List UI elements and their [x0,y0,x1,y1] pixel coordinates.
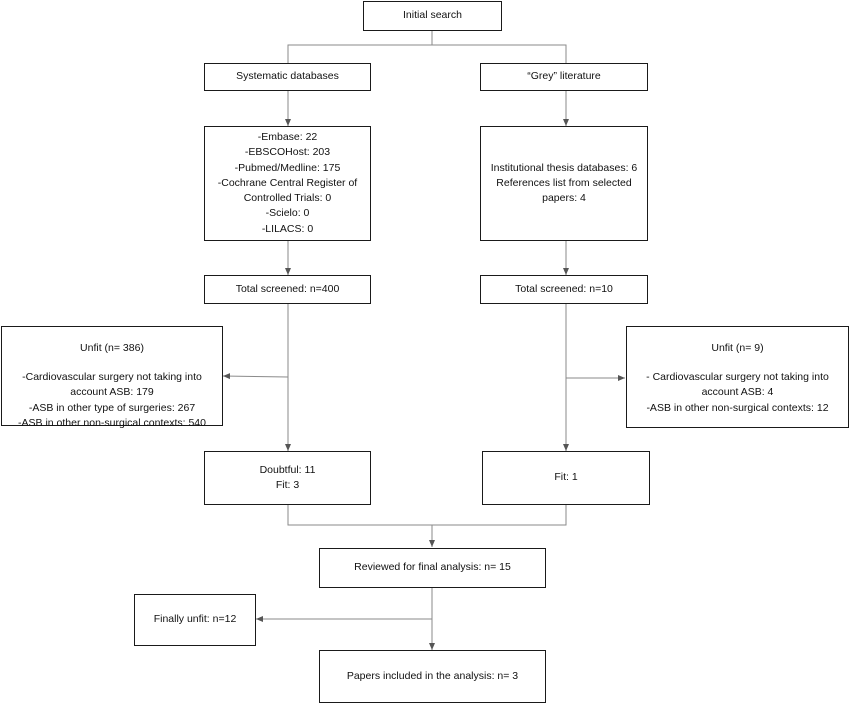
total-screened-right-label: Total screened: n=10 [515,282,613,295]
grey-sources-box: Institutional thesis databases: 6 Refere… [480,126,648,241]
unfit-left-line: account ASB: 179 [70,386,154,399]
grey-literature-box: “Grey” literature [480,63,648,91]
source-line: -Pubmed/Medline: 175 [234,161,341,174]
unfit-right-line: account ASB: 4 [701,386,774,399]
total-screened-left-label: Total screened: n=400 [235,282,340,295]
reviewed-label: Reviewed for final analysis: n= 15 [354,561,511,574]
source-line: -EBSCOHost: 203 [244,146,331,159]
connector-to-unfit-left [222,373,289,380]
grey-source-line: Institutional thesis databases: 6 [490,161,638,174]
doubtful-line: Doubtful: 11 [259,463,316,476]
grey-source-line: papers: 4 [542,192,586,205]
papers-included-box: Papers included in the analysis: n= 3 [319,650,546,703]
unfit-right-box: Unfit (n= 9) - Cardiovascular surgery no… [626,326,849,428]
connector-initial-split [287,30,567,63]
doubtful-fit-box: Doubtful: 11 Fit: 3 [204,451,371,505]
finally-unfit-box: Finally unfit: n=12 [134,594,256,646]
grey-source-line: References list from selected [496,176,632,189]
unfit-left-line: -ASB in other type of surgeries: 267 [28,401,196,414]
unfit-left-line: -Cardiovascular surgery not taking into [22,371,202,384]
fit-right-box: Fit: 1 [482,451,650,505]
grey-literature-label: “Grey” literature [527,70,601,83]
total-screened-left-box: Total screened: n=400 [204,275,371,304]
fit-right-label: Fit: 1 [554,471,578,484]
source-line: -LILACS: 0 [261,222,314,235]
source-line: -Embase: 22 [257,131,318,144]
unfit-right-title: Unfit (n= 9) [711,342,764,354]
systematic-databases-label: Systematic databases [236,70,339,83]
source-line: Controlled Trials: 0 [243,192,332,205]
reviewed-box: Reviewed for final analysis: n= 15 [319,548,546,588]
source-line: -Scielo: 0 [265,207,310,220]
papers-included-label: Papers included in the analysis: n= 3 [346,669,519,682]
unfit-right-line: -ASB in other non-surgical contexts: 12 [646,401,829,414]
systematic-databases-box: Systematic databases [204,63,371,91]
systematic-sources-box: -Embase: 22 -EBSCOHost: 203 -Pubmed/Medl… [204,126,371,241]
source-line: -Cochrane Central Register of [217,176,358,189]
initial-search-box: Initial search [363,1,502,31]
unfit-left-title: Unfit (n= 386) [80,342,144,354]
total-screened-right-box: Total screened: n=10 [480,275,648,304]
fit-left-line: Fit: 3 [275,479,300,491]
finally-unfit-label: Finally unfit: n=12 [153,613,237,626]
unfit-right-line: - Cardiovascular surgery not taking into [646,371,829,384]
unfit-left-line: -ASB in other non-surgical contexts: 540 [18,416,206,429]
unfit-left-box: Unfit (n= 386) -Cardiovascular surgery n… [1,326,223,429]
connector-merge [287,505,567,547]
initial-search-label: Initial search [403,9,462,22]
